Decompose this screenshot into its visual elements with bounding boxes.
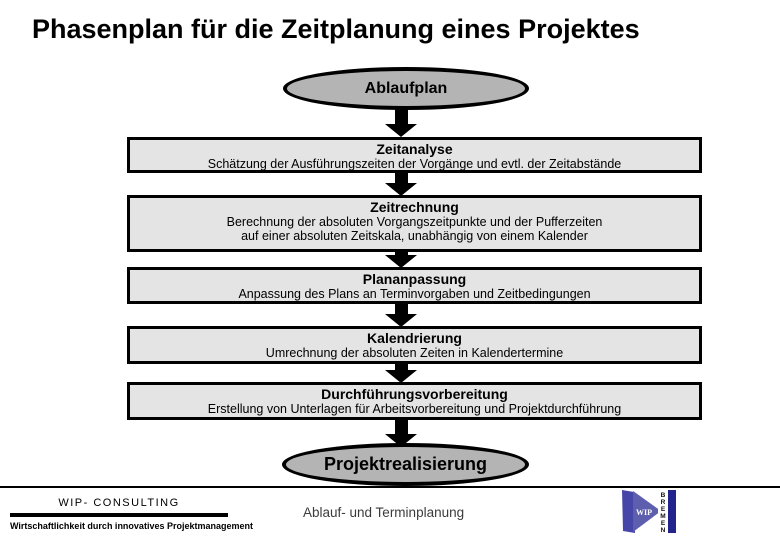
wip-bremen-logo-icon: WIP B R E M E N — [622, 490, 676, 534]
arrow-head-icon — [385, 255, 417, 268]
flow-step-zeitanalyse: Zeitanalyse Schätzung der Ausführungszei… — [127, 137, 702, 173]
arrow-stem — [394, 363, 408, 370]
step-title: Kalendrierung — [367, 330, 462, 346]
flow-arrow-1 — [385, 106, 417, 137]
page-title: Phasenplan für die Zeitplanung eines Pro… — [32, 14, 640, 44]
logo-triangle — [633, 491, 661, 532]
logo-bremen-letter: M — [660, 513, 665, 520]
step-description: Berechnung der absoluten Vorgangszeitpun… — [226, 215, 603, 229]
flow-step-zeitrechnung: Zeitrechnung Berechnung der absoluten Vo… — [127, 195, 702, 252]
footer-divider — [0, 486, 780, 488]
step-description: auf einer absoluten Zeitskala, unabhängi… — [241, 229, 588, 243]
step-title: Zeitrechnung — [370, 199, 459, 215]
logo-bremen-letter: R — [661, 499, 666, 506]
step-title: Zeitanalyse — [376, 141, 453, 157]
flow-step-plananpassung: Plananpassung Anpassung des Plans an Ter… — [127, 267, 702, 304]
step-title: Plananpassung — [362, 271, 467, 287]
arrow-head-icon — [385, 124, 417, 137]
flow-end-label: Projektrealisierung — [323, 454, 488, 474]
flow-start-label: Ablaufplan — [364, 79, 448, 97]
flow-end-ellipse: Projektrealisierung — [282, 443, 529, 486]
slide-caption: Ablauf- und Terminplanung — [303, 505, 465, 520]
company-underline — [10, 513, 228, 517]
step-description: Schätzung der Ausführungszeiten der Vorg… — [207, 157, 622, 171]
step-description: Erstellung von Unterlagen für Arbeitsvor… — [207, 402, 622, 416]
logo-left-band — [622, 490, 635, 533]
arrow-stem — [394, 172, 408, 183]
step-description: Umrechnung der absoluten Zeiten in Kalen… — [265, 346, 564, 360]
flow-start-ellipse: Ablaufplan — [283, 67, 529, 110]
logo-bremen-letter: E — [661, 520, 666, 527]
logo-bremen-letter: N — [661, 527, 666, 534]
logo-right-band — [668, 490, 676, 533]
flow-arrow-4 — [385, 303, 417, 327]
arrow-stem — [394, 106, 408, 124]
logo-bremen-letter: B — [661, 492, 666, 499]
flow-arrow-3 — [385, 251, 417, 268]
company-tagline: Wirtschaftlichkeit durch innovatives Pro… — [10, 521, 253, 531]
flow-arrow-2 — [385, 172, 417, 196]
step-description: Anpassung des Plans an Terminvorgaben un… — [238, 287, 591, 301]
flow-step-durchfuehrungsvorbereitung: Durchführungsvorbereitung Erstellung von… — [127, 382, 702, 420]
logo-bremen-letter: E — [661, 506, 666, 513]
logo-wip-text: WIP — [636, 508, 652, 517]
arrow-head-icon — [385, 183, 417, 196]
company-name: WIP- CONSULTING — [58, 497, 180, 509]
arrow-head-icon — [385, 314, 417, 327]
step-title: Durchführungsvorbereitung — [321, 386, 508, 402]
logo-letter-strip — [658, 490, 668, 533]
arrow-stem — [394, 303, 408, 314]
flow-step-kalendrierung: Kalendrierung Umrechnung der absoluten Z… — [127, 326, 702, 364]
flow-arrow-5 — [385, 363, 417, 383]
arrow-head-icon — [385, 370, 417, 383]
arrow-stem — [394, 251, 408, 255]
arrow-stem — [394, 419, 408, 434]
